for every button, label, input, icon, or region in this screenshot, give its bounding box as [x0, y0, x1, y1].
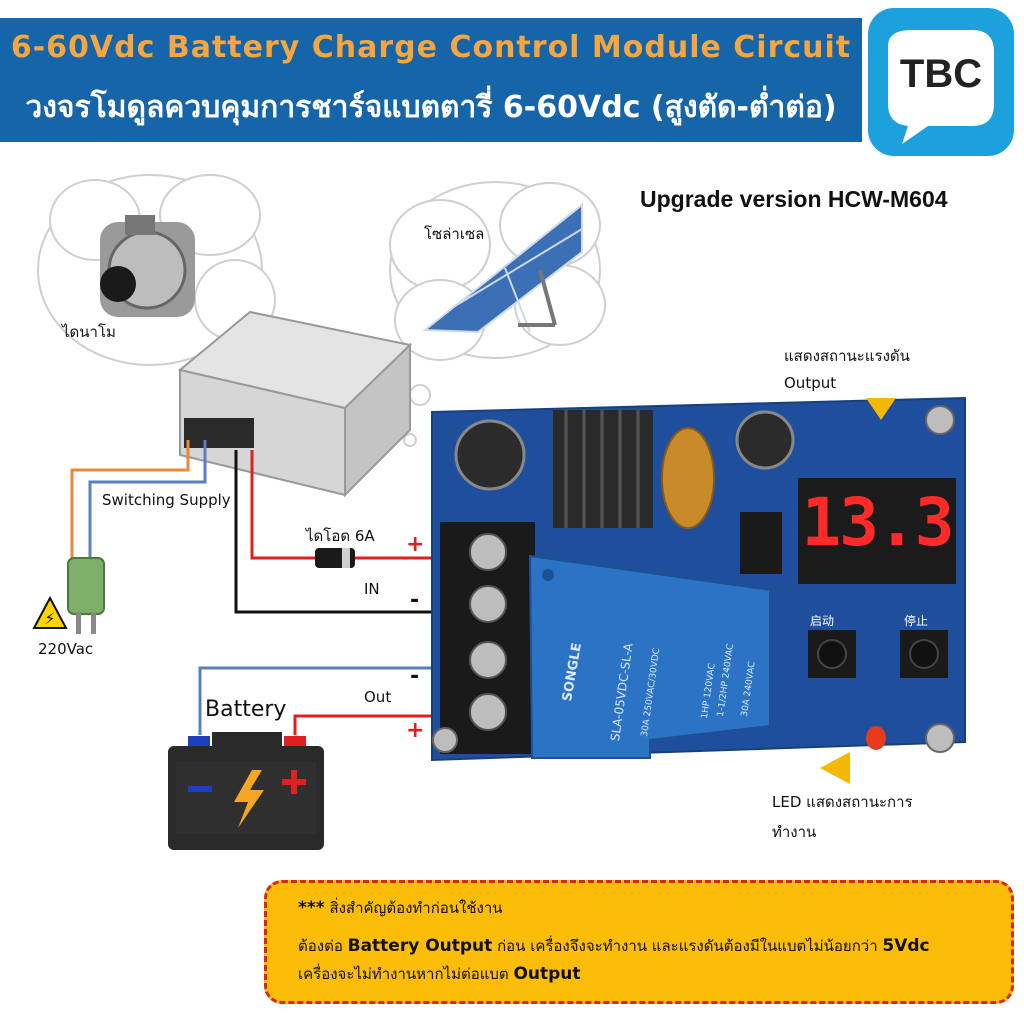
- output-label: Out: [364, 688, 392, 706]
- tbc-logo: [868, 8, 1014, 156]
- battery-positive-wire: [293, 714, 455, 735]
- diode-label: ไดโอด 6A: [306, 527, 375, 545]
- notice-line1-a: ต้องต่อ: [298, 937, 343, 955]
- notice-line-1: ต้องต่อ Battery Output ก่อน เครื่องจึงจะ…: [298, 934, 1008, 958]
- upgrade-version-label: Upgrade version HCW-M604: [640, 186, 948, 212]
- input-positive-sign: +: [406, 532, 425, 557]
- title-english: 6-60Vdc Battery Charge Control Module Ci…: [10, 30, 852, 65]
- output-positive-sign: +: [406, 718, 425, 743]
- output-negative-sign: -: [410, 664, 420, 689]
- led-status-label-1: LED แสดงสถานะการ: [772, 793, 913, 811]
- notice-heading: *** สิ่งสำคัญต้องทำก่อนใช้งาน: [298, 896, 503, 920]
- ac-wire-blue: [88, 440, 207, 560]
- important-notice-box: [264, 880, 1014, 1004]
- solar-panel-icon: [422, 202, 583, 334]
- ac-wire-orange: [70, 440, 190, 560]
- solar-cloud: [389, 181, 606, 447]
- battery-label: Battery: [205, 697, 287, 722]
- notice-line1-b: Battery Output: [347, 936, 493, 956]
- solar-label: โซล่าเซล: [424, 225, 485, 243]
- notice-line-2: เครื่องจะไม่ทำงานหากไม่ต่อแบต Output: [298, 962, 581, 986]
- battery-icon: [168, 732, 324, 850]
- start-button-label: 启动: [810, 614, 835, 628]
- dynamo-icon: [100, 215, 195, 317]
- voltage-display-readout: 13.3: [801, 484, 955, 561]
- battery-negative-wire: [198, 666, 455, 735]
- led-pointer-arrow: [820, 752, 850, 784]
- title-thai: วงจรโมดูลควบคุมการชาร์จแบตตารี่ 6-60Vdc …: [25, 90, 837, 125]
- ac-plug-icon: [67, 557, 105, 634]
- title-banner: [0, 18, 862, 142]
- supply-negative-wire: [234, 450, 455, 614]
- switching-supply-icon: [177, 310, 413, 498]
- svg-text:⚡: ⚡: [44, 609, 55, 628]
- logo-text: TBC: [899, 52, 983, 96]
- input-negative-sign: -: [410, 588, 420, 613]
- logo-bubble-icon: [888, 30, 994, 144]
- supply-positive-wire: [250, 450, 455, 560]
- switching-supply-label: Switching Supply: [102, 491, 231, 509]
- notice-heading-text: สิ่งสำคัญต้องทำก่อนใช้งาน: [329, 899, 503, 917]
- notice-line1-c: ก่อน เครื่องจึงจะทำงาน และแรงดันต้องมีใน…: [497, 937, 878, 955]
- stop-button-label: 停止: [904, 614, 929, 628]
- display-pointer-arrow: [866, 398, 896, 420]
- notice-line1-d: 5Vdc: [882, 936, 930, 956]
- notice-line2-a: เครื่องจะไม่ทำงานหากไม่ต่อแบต: [298, 965, 509, 983]
- warning-icon: ⚡: [32, 595, 68, 629]
- control-module-board: [431, 396, 966, 762]
- display-status-label: แสดงสถานะแรงดัน: [784, 347, 910, 365]
- voltage-220-label: 220Vac: [38, 640, 94, 658]
- diode-icon: [315, 548, 355, 568]
- input-label: IN: [364, 580, 380, 598]
- display-output-label: Output: [784, 374, 837, 392]
- notice-heading-stars: ***: [298, 898, 325, 918]
- led-status-label-2: ทำงาน: [772, 823, 817, 841]
- notice-line2-b: Output: [513, 964, 581, 984]
- dynamo-label: ไดนาโม: [62, 323, 116, 341]
